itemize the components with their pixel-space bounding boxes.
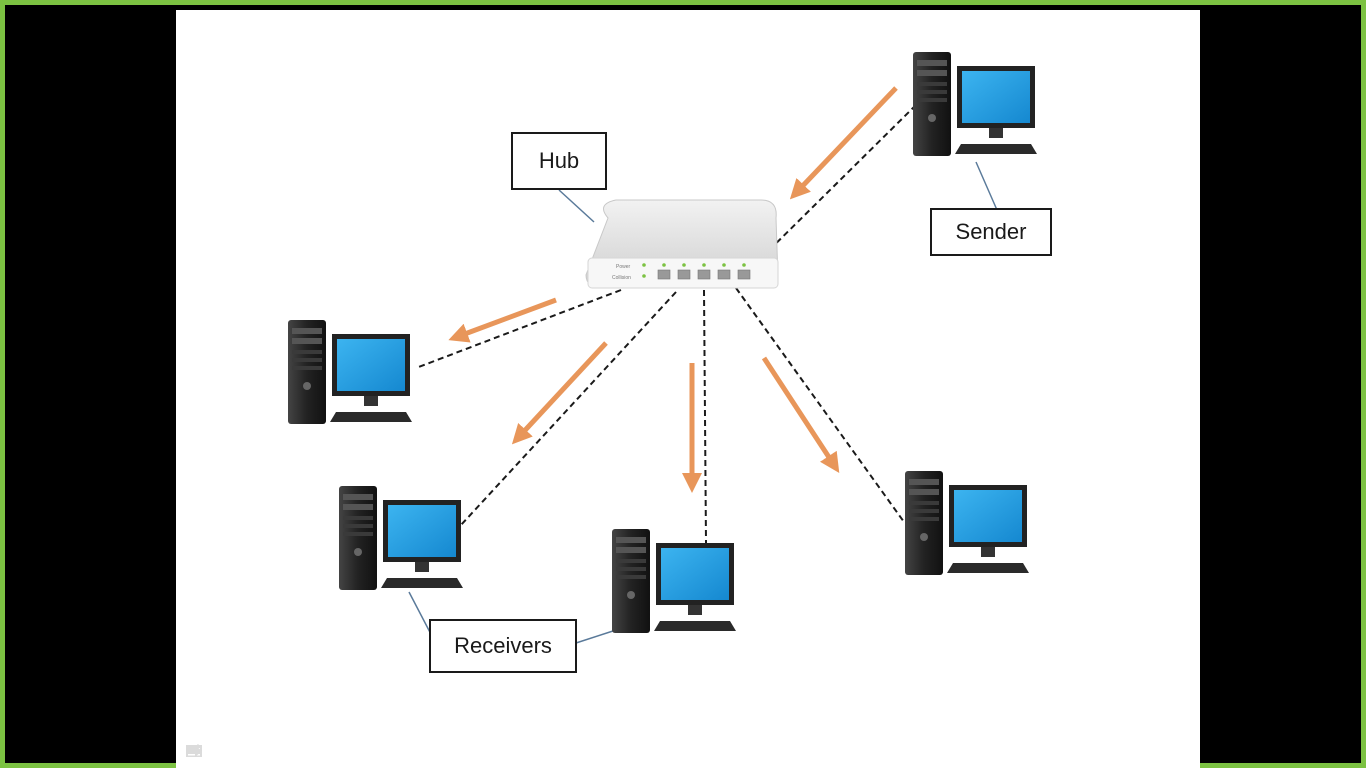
receivers-label: Receivers [429, 619, 577, 673]
cable-right-pc [735, 287, 905, 523]
back-arrow-icon[interactable] [184, 742, 204, 760]
arrow-sender-to-hub [789, 86, 898, 200]
computer-right [905, 471, 1029, 575]
slide-navigation [184, 742, 306, 760]
receiver-computer-2 [612, 529, 736, 633]
label-connectors [408, 161, 998, 644]
hub-device: Power Collision [585, 199, 779, 289]
cable-receiver-1 [460, 291, 677, 526]
receiver-computer-1 [339, 486, 463, 590]
hub-collision-label: Collision [612, 275, 631, 281]
slide: Power Collision Hub Sender [176, 10, 1200, 768]
sender-label-text: Sender [955, 219, 1027, 244]
pen-icon[interactable] [187, 742, 238, 760]
cable-left-pc [415, 289, 622, 369]
menu-icon[interactable] [186, 742, 272, 760]
cable-receiver-2 [703, 289, 707, 544]
computer-left [288, 320, 412, 424]
hub-label-text: Hub [538, 148, 580, 173]
arrow-hub-to-right-pc [761, 356, 840, 474]
arrow-hub-to-receiver-1 [511, 341, 608, 445]
receivers-label-text: Receivers [454, 633, 552, 658]
network-diagram: Power Collision [288, 52, 1037, 644]
arrow-hub-to-left-pc [448, 297, 557, 343]
forward-arrow-icon[interactable] [186, 742, 306, 760]
arrows [448, 86, 898, 493]
sender-label: Sender [930, 208, 1052, 256]
hub-power-label: Power [616, 264, 631, 270]
sender-computer [913, 52, 1037, 156]
hub-label: Hub [511, 132, 607, 190]
